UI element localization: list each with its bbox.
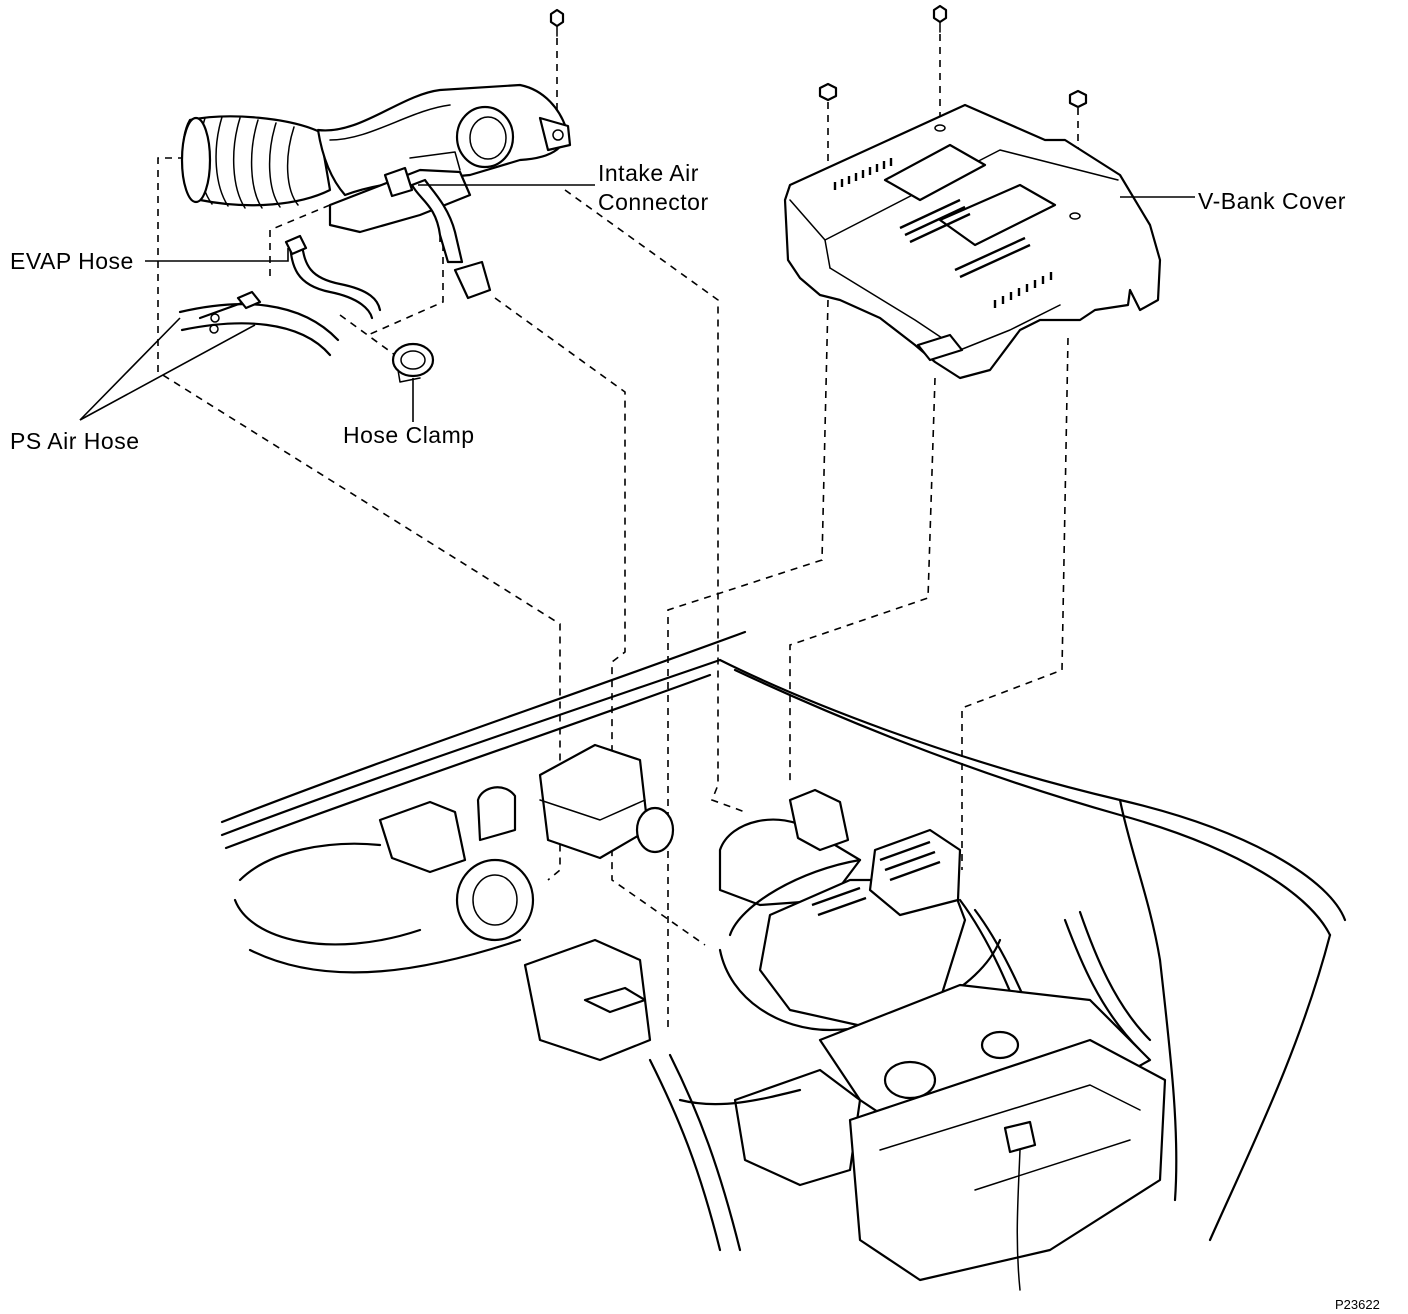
- label-v-bank-cover: V-Bank Cover: [1198, 188, 1346, 214]
- label-intake-air-connector-line1: Intake Air: [598, 160, 699, 186]
- label-hose-clamp: Hose Clamp: [343, 422, 475, 448]
- nut-icon: [818, 82, 838, 102]
- hose-clamp: [391, 342, 435, 383]
- alignment-dashed-lines: [157, 34, 1079, 1030]
- ps-air-hose: [178, 290, 340, 357]
- v-bank-cover: [783, 103, 1162, 380]
- nut-icon: [1068, 89, 1088, 109]
- label-intake-air-connector-line2: Connector: [598, 189, 709, 215]
- bolt-icon: [932, 4, 948, 33]
- label-ps-air-hose: PS Air Hose: [10, 428, 140, 454]
- evap-hose: [284, 234, 382, 320]
- engine-bay: [220, 630, 1347, 1291]
- intake-air-connector: [180, 83, 572, 300]
- leader-lines: [79, 184, 1195, 422]
- label-evap-hose: EVAP Hose: [10, 248, 134, 274]
- cover-vent-slots: [833, 158, 1053, 308]
- bolt-icon: [549, 8, 565, 37]
- figure-code: P23622: [1335, 1297, 1380, 1312]
